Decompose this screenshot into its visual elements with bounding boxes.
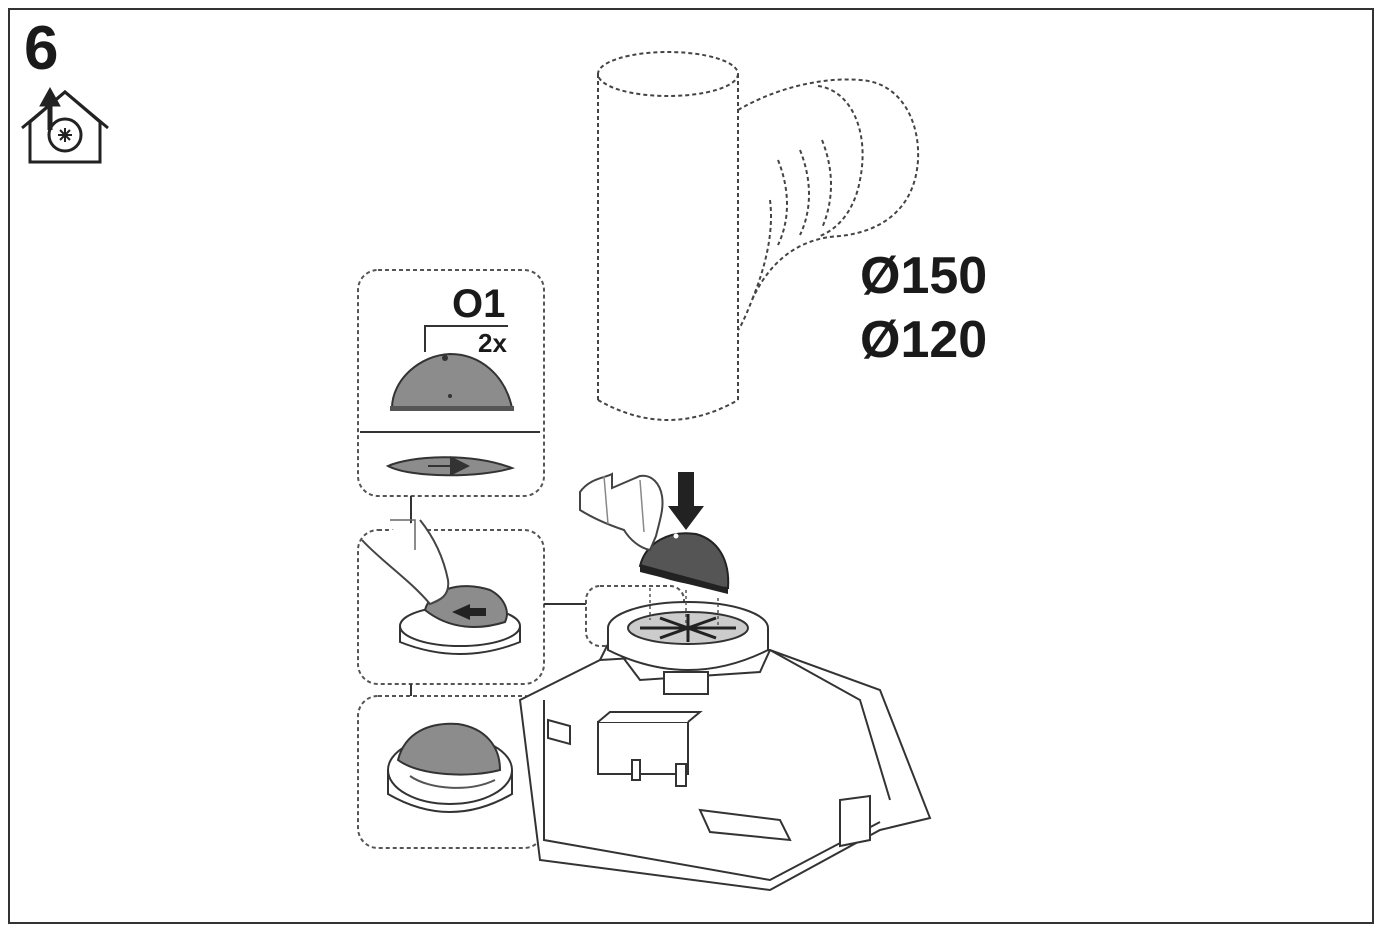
press-down-arrow-icon [668, 472, 704, 530]
detail-box-flap-seated [357, 695, 545, 849]
cooker-hood-body [518, 638, 932, 892]
backdraft-flap-insert [638, 532, 730, 626]
part-code-label: O1 [452, 282, 506, 326]
hand-illustration [579, 472, 664, 552]
hood-outlet-ring [607, 601, 769, 695]
ducted-extraction-house-icon [21, 86, 109, 164]
duct-diameter-150: Ø150 [860, 247, 988, 305]
detail-box-flap-part [357, 269, 545, 497]
step-number: 6 [24, 14, 59, 83]
exhaust-duct [597, 51, 920, 421]
duct-diameter-120: Ø120 [860, 311, 988, 369]
diagram-frame [8, 8, 1374, 924]
detail-box-insert-flap [357, 519, 545, 685]
quantity-label: 2x [478, 328, 507, 358]
